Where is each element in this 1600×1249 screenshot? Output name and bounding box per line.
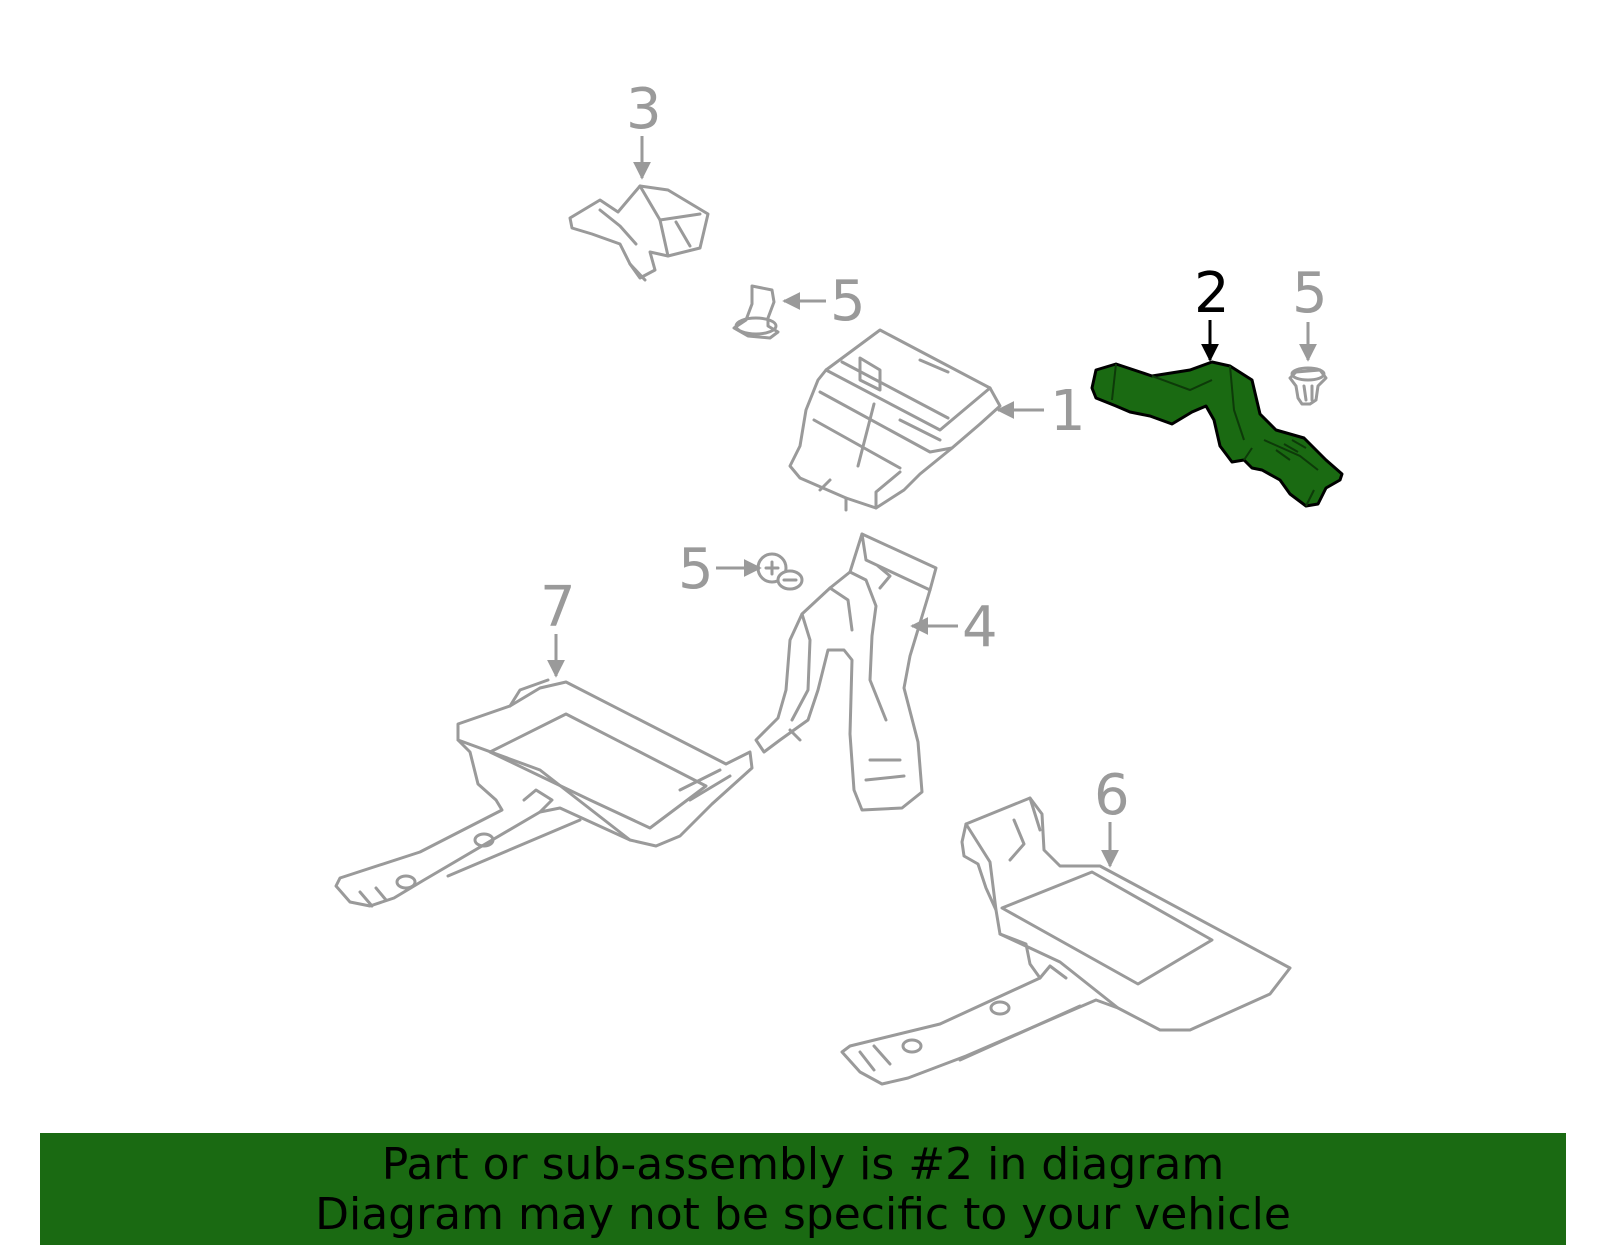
callout-6: 6 <box>1094 763 1130 828</box>
notice-banner: Part or sub-assembly is #2 in diagram Di… <box>40 1133 1566 1245</box>
part-6-floor-duct-right[interactable] <box>840 796 1292 1086</box>
part-1-housing[interactable] <box>788 328 1002 512</box>
part-5-pushpin-right[interactable] <box>1288 366 1328 406</box>
part-4-vertical-duct[interactable] <box>754 532 938 812</box>
part-3-duct-bracket[interactable] <box>568 184 710 282</box>
banner-line-2: Diagram may not be specific to your vehi… <box>315 1189 1291 1240</box>
callout-7: 7 <box>540 575 576 640</box>
callout-5c: 5 <box>678 537 714 602</box>
part-2-duct-highlighted[interactable] <box>1090 360 1344 508</box>
callout-3: 3 <box>626 77 662 142</box>
part-7-floor-duct-left[interactable] <box>334 678 754 908</box>
banner-line-1: Part or sub-assembly is #2 in diagram <box>381 1139 1225 1190</box>
part-5-clip-upper[interactable] <box>732 284 780 340</box>
callout-4: 4 <box>962 595 998 660</box>
callout-5b: 5 <box>1292 261 1328 326</box>
callout-2: 2 <box>1194 261 1230 326</box>
part-5-screw-middle[interactable] <box>756 552 804 591</box>
callout-1: 1 <box>1050 379 1086 444</box>
callout-5a: 5 <box>830 269 866 334</box>
